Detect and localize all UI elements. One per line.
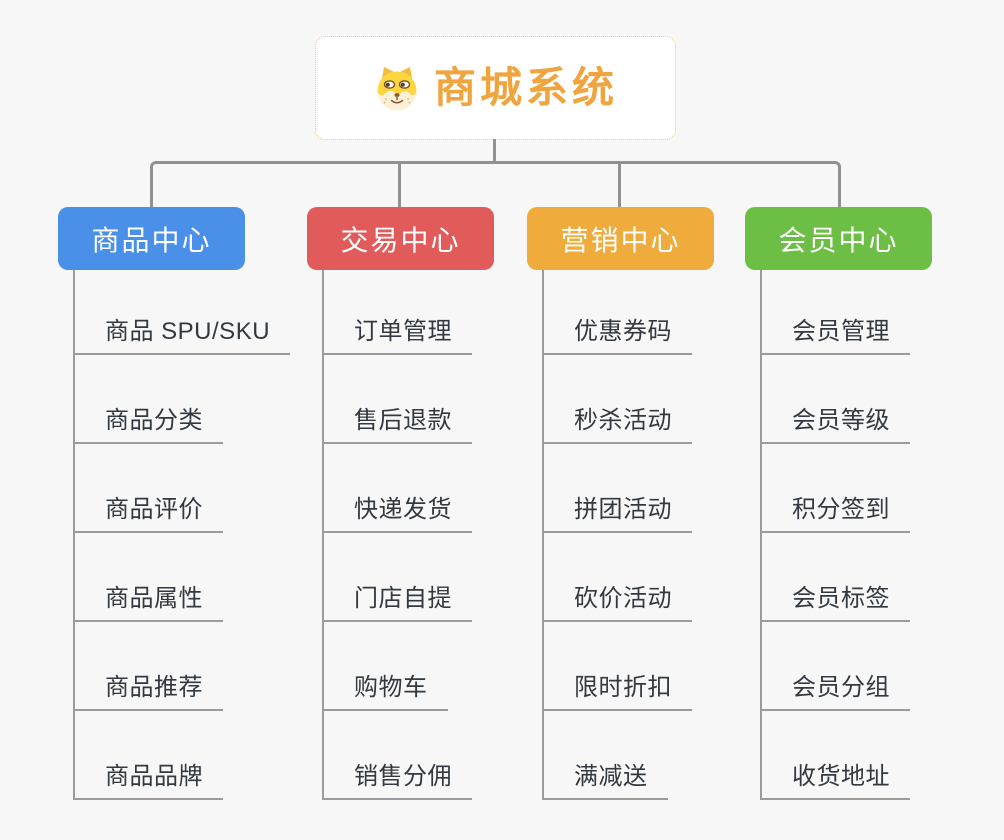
leaf-member-3[interactable]: 积分签到 bbox=[760, 485, 910, 533]
leaf-trade-4[interactable]: 门店自提 bbox=[322, 574, 472, 622]
branch-header-label: 会员中心 bbox=[778, 224, 899, 256]
branch-member-center: 会员中心 会员管理 会员等级 积分签到 会员标签 会员分组 收货地址 bbox=[745, 207, 1004, 827]
leaf-product-6[interactable]: 商品品牌 bbox=[73, 752, 223, 800]
leaf-marketing-6[interactable]: 满减送 bbox=[542, 752, 668, 800]
leaf-marketing-5[interactable]: 限时折扣 bbox=[542, 663, 692, 711]
branch-marketing-center: 营销中心 优惠券码 秒杀活动 拼团活动 砍价活动 限时折扣 满减送 bbox=[527, 207, 787, 827]
connector-rail bbox=[150, 161, 841, 208]
leaf-product-3[interactable]: 商品评价 bbox=[73, 485, 223, 533]
branch-header-label: 交易中心 bbox=[340, 224, 461, 256]
leaf-marketing-1[interactable]: 优惠券码 bbox=[542, 307, 692, 355]
leaf-trade-3[interactable]: 快递发货 bbox=[322, 485, 472, 533]
leaf-member-1[interactable]: 会员管理 bbox=[760, 307, 910, 355]
leaf-marketing-4[interactable]: 砍价活动 bbox=[542, 574, 692, 622]
leaf-member-4[interactable]: 会员标签 bbox=[760, 574, 910, 622]
branch-trunk-line bbox=[760, 270, 762, 800]
branch-product-center: 商品中心 商品 SPU/SKU 商品分类 商品评价 商品属性 商品推荐 商品品牌 bbox=[58, 207, 318, 827]
leaf-member-6[interactable]: 收货地址 bbox=[760, 752, 910, 800]
leaf-marketing-2[interactable]: 秒杀活动 bbox=[542, 396, 692, 444]
branch-header-member[interactable]: 会员中心 bbox=[745, 207, 932, 270]
leaf-product-1[interactable]: 商品 SPU/SKU bbox=[73, 307, 291, 355]
leaf-trade-5[interactable]: 购物车 bbox=[322, 663, 448, 711]
connector-root-stub bbox=[493, 139, 496, 163]
root-title: 商城系统 bbox=[433, 64, 618, 111]
leaf-marketing-3[interactable]: 拼团活动 bbox=[542, 485, 692, 533]
leaf-trade-6[interactable]: 销售分佣 bbox=[322, 752, 472, 800]
leaf-member-2[interactable]: 会员等级 bbox=[760, 396, 910, 444]
leaf-trade-2[interactable]: 售后退款 bbox=[322, 396, 472, 444]
leaf-product-4[interactable]: 商品属性 bbox=[73, 574, 223, 622]
branch-trunk-line bbox=[73, 270, 75, 800]
leaf-member-5[interactable]: 会员分组 bbox=[760, 663, 910, 711]
leaf-product-2[interactable]: 商品分类 bbox=[73, 396, 223, 444]
root-node[interactable]: 商城系统 bbox=[315, 36, 676, 140]
branch-header-label: 营销中心 bbox=[560, 224, 681, 256]
branch-header-product[interactable]: 商品中心 bbox=[58, 207, 245, 270]
branch-header-trade[interactable]: 交易中心 bbox=[307, 207, 494, 270]
doge-icon bbox=[377, 67, 417, 111]
branch-header-marketing[interactable]: 营销中心 bbox=[527, 207, 714, 270]
branch-header-label: 商品中心 bbox=[91, 224, 212, 256]
branch-trunk-line bbox=[542, 270, 544, 800]
connector-drop-marketing bbox=[618, 163, 621, 208]
branch-trade-center: 交易中心 订单管理 售后退款 快递发货 门店自提 购物车 销售分佣 bbox=[307, 207, 567, 827]
connector-drop-trade bbox=[398, 163, 401, 208]
leaf-trade-1[interactable]: 订单管理 bbox=[322, 307, 472, 355]
branch-trunk-line bbox=[322, 270, 324, 800]
leaf-product-5[interactable]: 商品推荐 bbox=[73, 663, 223, 711]
